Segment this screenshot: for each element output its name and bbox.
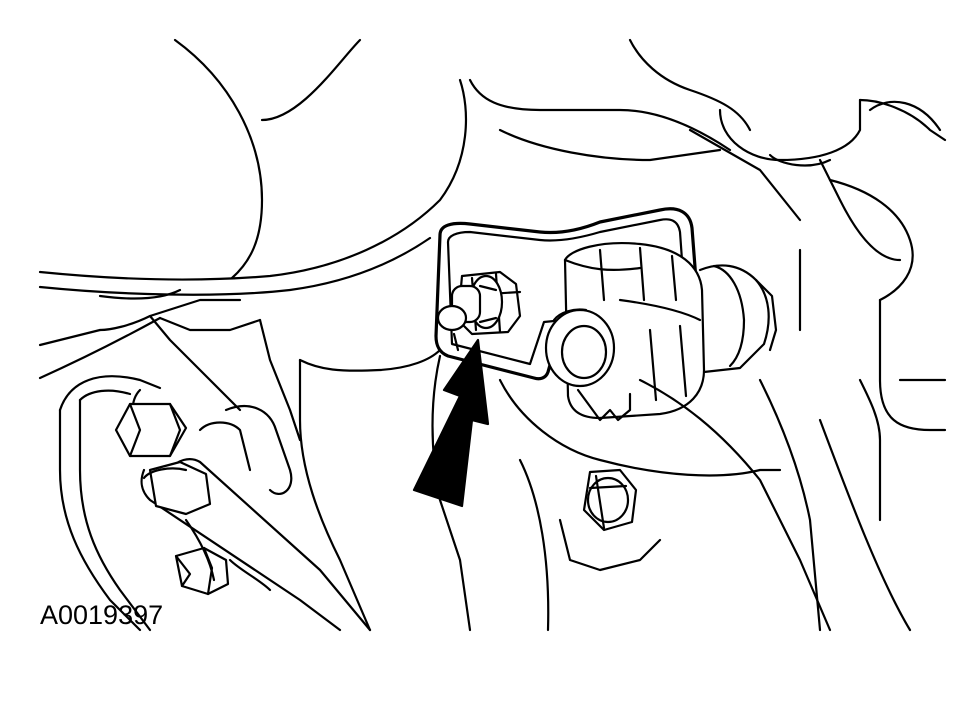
figure-reference-code: A0019397: [40, 600, 164, 630]
electrical-connector: [544, 242, 778, 422]
callout-arrow: [412, 338, 490, 508]
tube-lines: [58, 375, 372, 632]
tube-fittings: [114, 402, 293, 596]
sensor-stud: [436, 270, 522, 352]
left-bracket: [38, 288, 302, 442]
upper-bracket: [468, 38, 947, 262]
lower-casting: [298, 348, 832, 632]
housing-dome: [38, 38, 468, 296]
right-casting: [798, 178, 947, 632]
bolt-hex: [582, 468, 638, 532]
